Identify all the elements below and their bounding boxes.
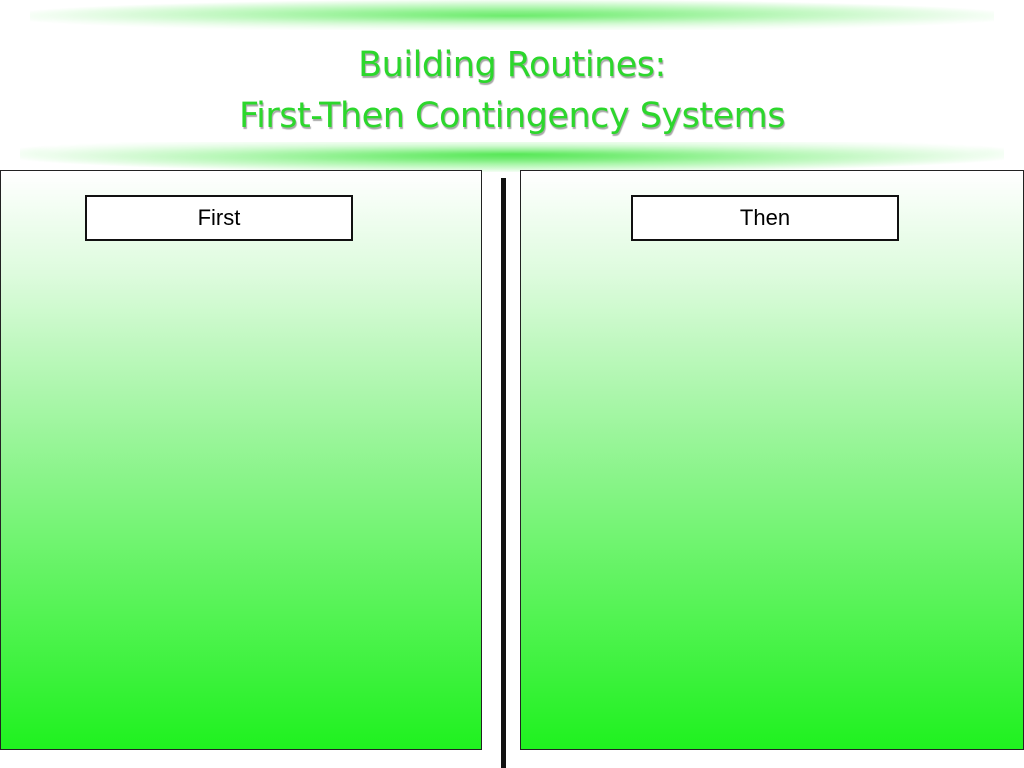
- title-line-2: First-Then Contingency Systems: [239, 96, 785, 136]
- center-divider: [501, 178, 506, 768]
- title-line-1: Building Routines:: [358, 45, 666, 85]
- then-panel[interactable]: Then: [520, 170, 1024, 750]
- first-panel[interactable]: First: [0, 170, 482, 750]
- title-glow-top: [30, 0, 994, 32]
- first-label: First: [85, 195, 353, 241]
- then-label: Then: [631, 195, 899, 241]
- title-glow-bottom: [20, 136, 1004, 172]
- title-background: [48, 30, 976, 142]
- slide-title: Building Routines: First-Then Contingenc…: [0, 40, 1024, 142]
